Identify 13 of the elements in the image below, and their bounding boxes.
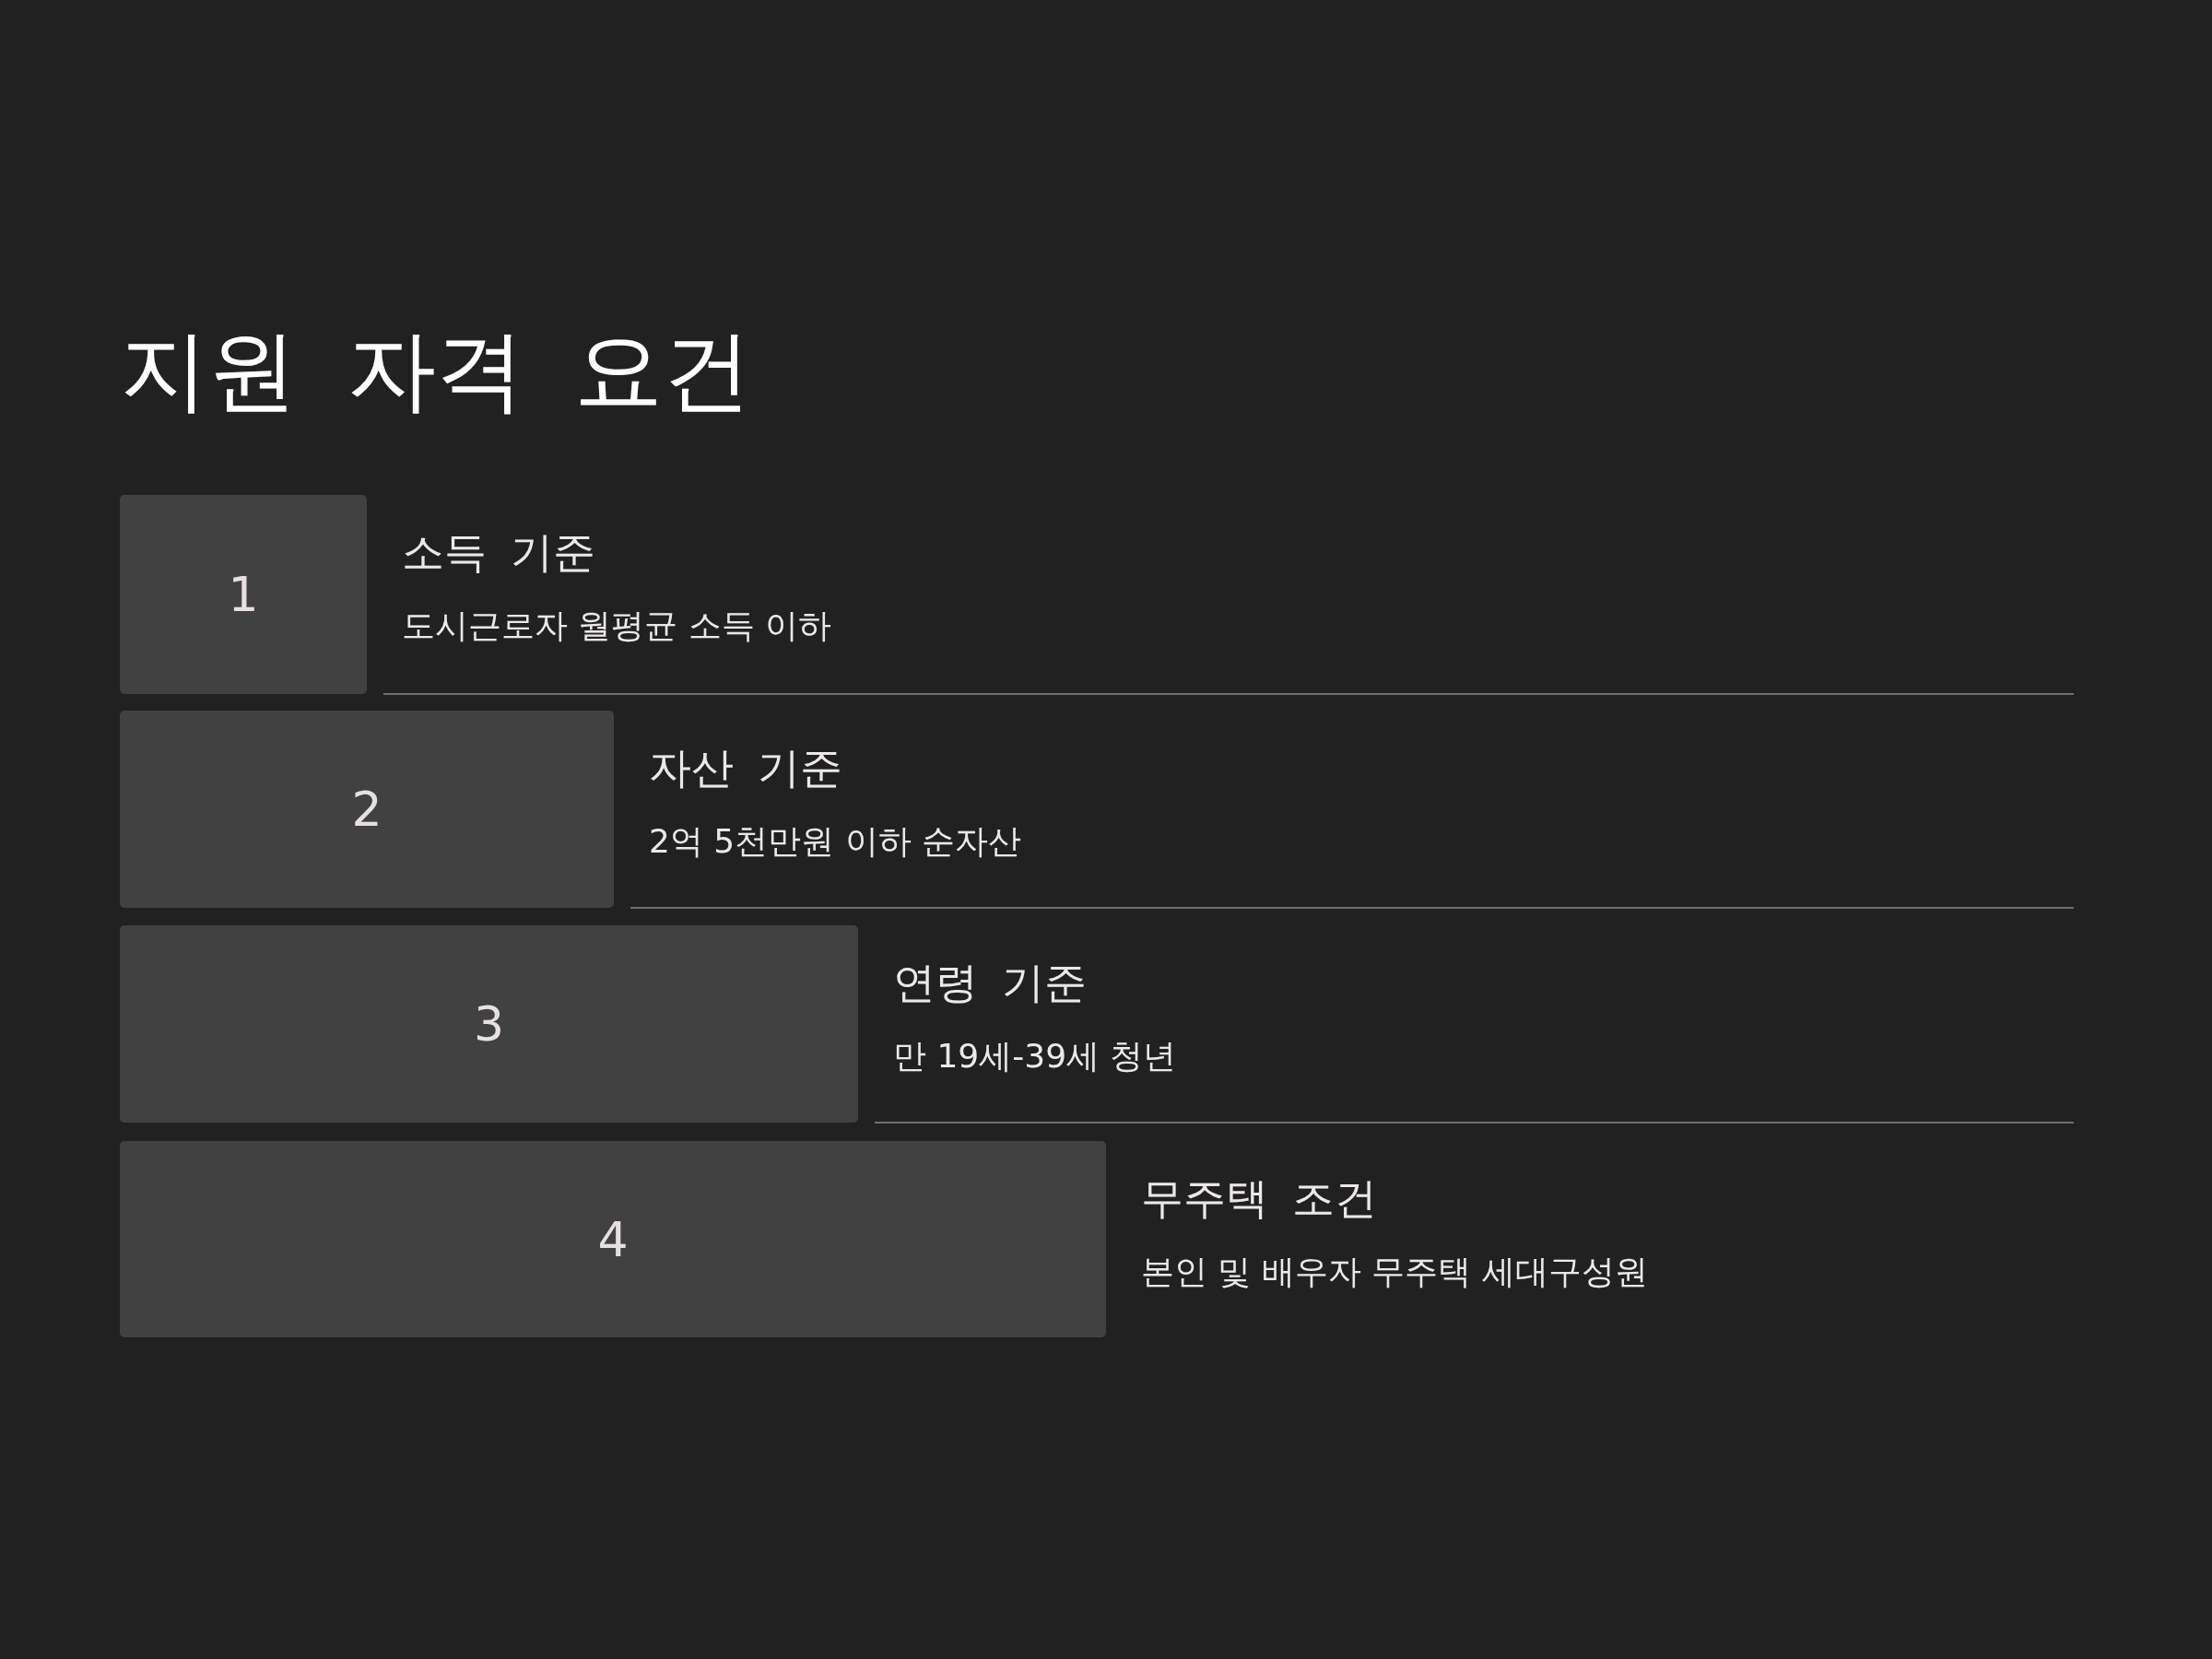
description: 본인 및 배우자 무주택 세대구성원 — [1141, 1252, 1648, 1292]
heading: 무주택 조건 — [1141, 1173, 1378, 1225]
description: 2억 5천만원 이하 순자산 — [649, 821, 1022, 862]
number-box: 3 — [120, 925, 858, 1123]
number-box: 4 — [120, 1141, 1106, 1337]
number-box: 2 — [120, 711, 614, 908]
heading: 소득 기준 — [402, 527, 596, 579]
heading: 연령 기준 — [893, 958, 1088, 1009]
title: 지원 자격 요건 — [120, 318, 752, 424]
number-box: 1 — [120, 495, 367, 694]
description: 도시근로자 월평균 소득 이하 — [402, 606, 832, 646]
description: 만 19세-39세 청년 — [893, 1036, 1177, 1077]
heading: 자산 기준 — [649, 743, 843, 794]
